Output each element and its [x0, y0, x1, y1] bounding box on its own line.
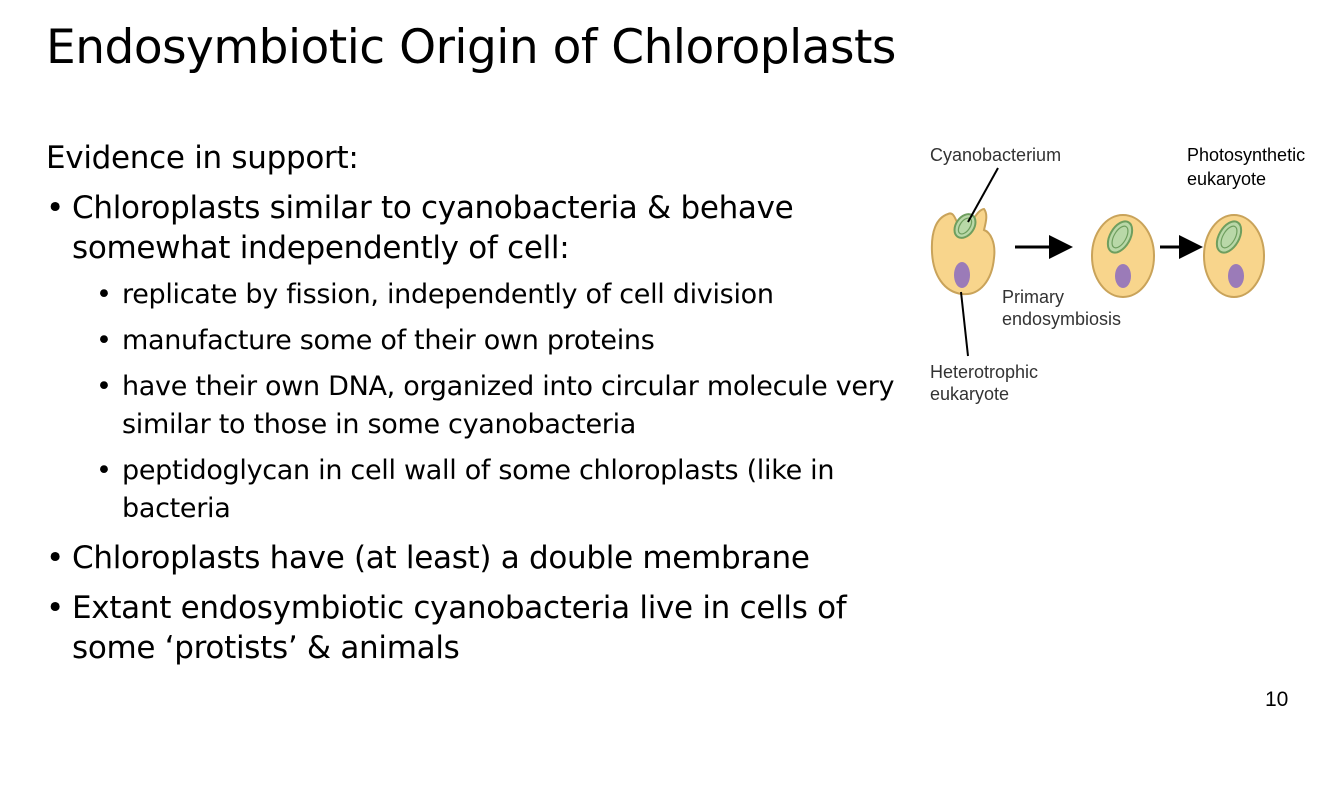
- chloroplast-icon: [1106, 220, 1134, 254]
- sub-bullet-item: replicate by fission, independently of c…: [96, 276, 906, 314]
- label-cyanobacterium: Cyanobacterium: [930, 145, 1061, 165]
- label-primary: Primary: [1002, 287, 1064, 307]
- nucleus-icon: [1115, 264, 1131, 288]
- bullet-item: Extant endosymbiotic cyanobacteria live …: [46, 588, 906, 668]
- slide-title: Endosymbiotic Origin of Chloroplasts: [46, 20, 896, 75]
- nucleus-icon: [1228, 264, 1244, 288]
- bullet-list: Chloroplasts similar to cyanobacteria & …: [46, 188, 906, 668]
- bullet-item: Chloroplasts similar to cyanobacteria & …: [46, 188, 906, 528]
- bullet-text: Extant endosymbiotic cyanobacteria live …: [72, 590, 847, 666]
- label-photosynthetic: Photosynthetic: [1187, 145, 1305, 165]
- label-photosynthetic-eukaryote: eukaryote: [1187, 169, 1266, 189]
- sub-bullet-item: peptidoglycan in cell wall of some chlor…: [96, 452, 906, 528]
- sub-bullet-item: manufacture some of their own proteins: [96, 322, 906, 360]
- leader-line: [967, 167, 999, 223]
- bullet-text: Chloroplasts have (at least) a double me…: [72, 540, 810, 576]
- label-heterotrophic: Heterotrophic: [930, 362, 1038, 382]
- sub-bullet-item: have their own DNA, organized into circu…: [96, 368, 906, 444]
- bullet-text: Chloroplasts similar to cyanobacteria & …: [72, 190, 794, 266]
- endosymbiosis-cell: [1091, 214, 1155, 298]
- endosymbiosis-diagram: Cyanobacterium Photosynthetic eukaryote …: [930, 145, 1305, 404]
- page-number: 10: [1265, 688, 1289, 711]
- heterotrophic-cell: [930, 207, 996, 296]
- intro-text: Evidence in support:: [46, 140, 359, 176]
- label-heterotrophic-eukaryote: eukaryote: [930, 384, 1009, 404]
- chloroplast-icon: [1215, 220, 1243, 254]
- bullet-item: Chloroplasts have (at least) a double me…: [46, 538, 906, 578]
- slide-content: Evidence in support: Chloroplasts simila…: [46, 138, 906, 678]
- photosynthetic-cell: [1203, 214, 1265, 298]
- label-endosymbiosis: endosymbiosis: [1002, 309, 1121, 329]
- leader-line: [960, 291, 969, 357]
- sub-bullet-list: replicate by fission, independently of c…: [96, 276, 906, 528]
- nucleus-icon: [954, 262, 970, 288]
